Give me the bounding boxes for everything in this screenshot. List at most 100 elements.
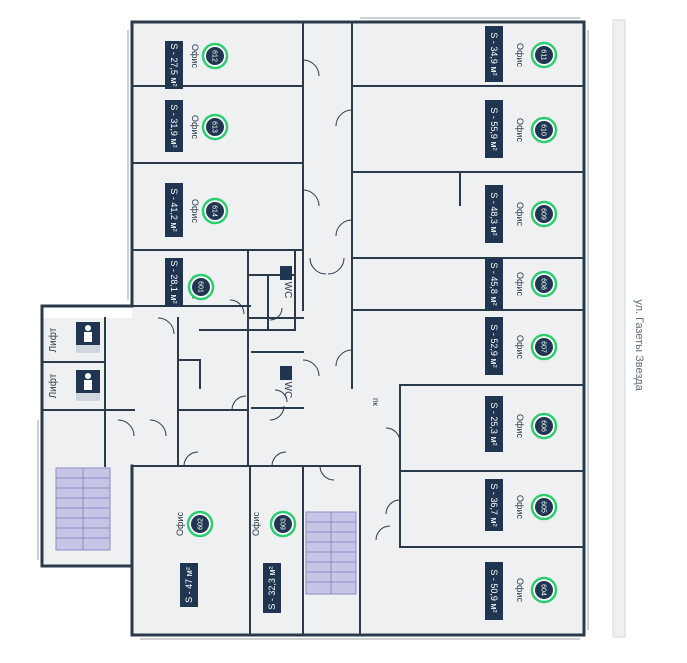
room-area-text: S - 28,1 м² — [169, 260, 179, 303]
room-number-text: 603 — [281, 518, 288, 530]
room-611[interactable]: S - 34,9 м² Офис 611 — [485, 26, 558, 82]
room-number-dot — [535, 205, 553, 223]
room-number-text: 613 — [211, 121, 218, 133]
room-number-text: 601 — [197, 281, 204, 293]
room-type-text: Офис — [190, 199, 200, 223]
lift-label-2: Лифт — [47, 373, 59, 398]
room-area-text: S - 25,3 м² — [489, 402, 499, 445]
room-area-badge — [180, 563, 198, 607]
room-608[interactable]: S - 45,8 м² Офис 608 — [485, 258, 558, 310]
room-area-text: S - 50,9 м² — [489, 569, 499, 612]
room-number-dot — [535, 121, 553, 139]
room-number-dot — [206, 118, 224, 136]
room-604[interactable]: S - 50,9 м² Офис 604 — [485, 562, 558, 620]
room-number-dot — [191, 515, 209, 533]
windows — [37, 17, 589, 640]
room-area-text: S - 32,3 м² — [267, 566, 277, 609]
room-number-text: 602 — [198, 518, 205, 530]
room-area-text: S - 52,9 м² — [489, 324, 499, 367]
room-area-text: S - 27,5 м² — [169, 43, 179, 86]
lift-2: Лифт — [47, 370, 100, 401]
room-area-badge — [485, 317, 503, 375]
wc-label-2: WC — [282, 382, 293, 399]
room-number-text: 608 — [540, 278, 547, 290]
doors — [117, 59, 401, 541]
wc-label-1: WC — [282, 282, 293, 299]
room-area-badge — [165, 41, 183, 89]
room-type-text: Офис — [515, 495, 525, 519]
room-number-text: 614 — [211, 205, 218, 217]
room-type-text: Офис — [515, 118, 525, 142]
room-type-text: Офис — [515, 335, 525, 359]
street-label: ул. Газеты Звезда — [633, 299, 645, 391]
room-area-text: S - 47 м² — [184, 567, 194, 603]
lift-label-1: Лифт — [47, 327, 59, 352]
room-number-text: 606 — [540, 420, 547, 432]
room-type-text: Офис — [190, 44, 200, 68]
room-area-text: S - 31,9 м² — [169, 104, 179, 147]
room-613[interactable]: S - 31,9 м² Офис 613 — [165, 100, 229, 152]
room-number-dot — [535, 275, 553, 293]
room-area-badge — [485, 479, 503, 531]
walls — [40, 20, 586, 637]
room-602[interactable]: S - 47 м² Офис 602 — [175, 510, 214, 607]
room-612[interactable]: S - 27,5 м² Офис 612 — [165, 41, 229, 89]
room-606[interactable]: S - 25,3 м² Офис 606 — [485, 396, 558, 452]
room-type-text: Офис — [515, 43, 525, 67]
stairs-center — [305, 511, 357, 595]
room-610[interactable]: S - 55,9 м² Офис 610 — [485, 100, 558, 158]
room-area-badge — [485, 396, 503, 452]
room-number-text: 605 — [540, 501, 547, 513]
pk-label: пк — [371, 398, 380, 406]
room-area-badge — [165, 258, 183, 306]
room-614[interactable]: S - 41,2 м² Офис 614 — [165, 183, 229, 237]
room-number-text: 610 — [540, 124, 547, 136]
room-area-badge — [485, 26, 503, 82]
room-area-text: S - 41,2 м² — [169, 188, 179, 231]
room-area-badge — [165, 183, 183, 237]
room-type-text: Офис — [190, 115, 200, 139]
room-number-text: 607 — [540, 341, 547, 353]
room-type-text: Офис — [251, 512, 261, 536]
room-type-text: Офис — [515, 202, 525, 226]
room-number-dot — [274, 515, 292, 533]
room-area-badge — [165, 100, 183, 152]
room-area-badge — [485, 258, 503, 310]
room-type-text: Офис — [515, 272, 525, 296]
room-number-dot — [535, 338, 553, 356]
room-number-dot — [535, 581, 553, 599]
room-605[interactable]: S - 36,7 м² Офис 605 — [485, 479, 558, 531]
room-number-text: 611 — [540, 49, 547, 60]
room-607[interactable]: S - 52,9 м² Офис 607 — [485, 317, 558, 375]
room-area-badge — [485, 562, 503, 620]
room-number-dot — [206, 47, 224, 65]
room-area-text: S - 34,9 м² — [489, 32, 499, 75]
lift-1: Лифт — [47, 322, 100, 353]
room-number-text: 612 — [211, 50, 218, 62]
room-area-badge — [485, 100, 503, 158]
room-number-dot — [535, 46, 553, 64]
room-area-text: S - 45,8 м² — [489, 262, 499, 305]
room-number-text: 604 — [540, 584, 547, 596]
room-number-dot — [192, 278, 210, 296]
room-type-text: Офис — [175, 512, 185, 536]
room-area-badge — [263, 563, 281, 613]
street-strip — [612, 19, 626, 638]
room-601[interactable]: S - 28,1 м²Офис601 — [165, 258, 215, 306]
room-area-badge — [485, 185, 503, 243]
room-area-text: S - 55,9 м² — [489, 107, 499, 150]
room-number-dot — [535, 498, 553, 516]
room-603[interactable]: S - 32,3 м² Офис 603 — [251, 510, 297, 613]
room-type-text: Офис — [515, 414, 525, 438]
room-area-text: S - 48,3 м² — [489, 192, 499, 235]
room-number-dot — [206, 202, 224, 220]
room-type-text: Офис — [515, 578, 525, 602]
stairs-left — [55, 467, 111, 551]
room-area-text: S - 36,7 м² — [489, 483, 499, 526]
room-number-dot — [535, 417, 553, 435]
wc-2: WC — [280, 366, 293, 398]
wc-1: WC — [280, 266, 293, 298]
